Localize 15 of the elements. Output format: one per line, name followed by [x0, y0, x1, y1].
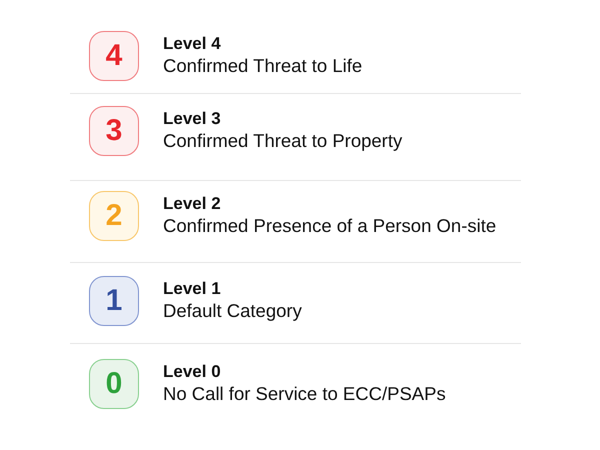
level-badge: 0: [89, 359, 139, 409]
level-title: Level 1: [163, 279, 221, 299]
level-title: Level 2: [163, 194, 221, 214]
level-badge: 1: [89, 276, 139, 326]
level-description: Confirmed Presence of a Person On-site: [163, 215, 496, 237]
level-description: Default Category: [163, 300, 302, 322]
level-description: Confirmed Threat to Property: [163, 130, 402, 152]
level-title: Level 0: [163, 362, 221, 382]
level-description: Confirmed Threat to Life: [163, 55, 362, 77]
level-badge: 4: [89, 31, 139, 81]
level-title: Level 3: [163, 109, 221, 129]
level-badge: 2: [89, 191, 139, 241]
level-description: No Call for Service to ECC/PSAPs: [163, 383, 446, 405]
level-title: Level 4: [163, 34, 221, 54]
level-badge: 3: [89, 106, 139, 156]
